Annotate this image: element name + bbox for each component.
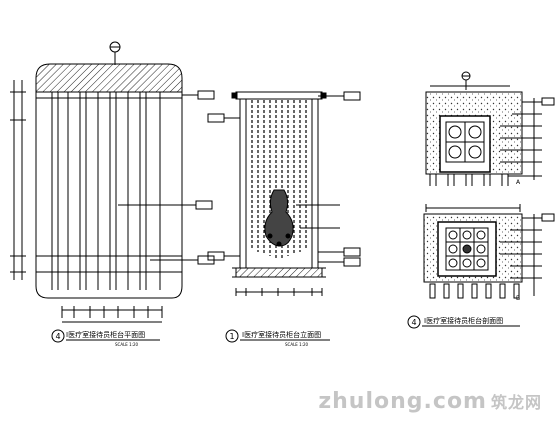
watermark-text: zhulong xyxy=(318,389,424,414)
right-view-number: 4 xyxy=(411,318,416,327)
watermark-cn: 筑龙网 xyxy=(490,393,542,412)
view-number-circle xyxy=(51,329,65,343)
support-legs xyxy=(429,174,509,186)
view-number-circle xyxy=(407,315,421,329)
mid-view-number: 1 xyxy=(229,332,234,341)
base-blocks xyxy=(429,283,520,299)
cabinet-outline xyxy=(35,92,183,299)
ornament-lattice xyxy=(445,227,489,271)
right-section-detail-top xyxy=(425,71,555,186)
chandelier-ornament xyxy=(264,189,294,247)
left-view-scale: SCALE 1:20 xyxy=(115,342,139,347)
mid-view-scale: SCALE 1:20 xyxy=(285,342,309,347)
middle-elevation-view xyxy=(207,91,361,343)
watermark-suffix: .com xyxy=(423,389,487,414)
detail-bottom-label: B xyxy=(516,295,520,302)
left-elevation-view xyxy=(10,41,215,343)
right-section-detail-bottom xyxy=(407,204,555,329)
top-cap-hatched xyxy=(35,63,183,93)
left-view-number: 4 xyxy=(55,332,60,341)
detail-top-label: A xyxy=(516,179,521,186)
ornament-grid xyxy=(445,121,485,163)
vertical-bars xyxy=(51,92,161,290)
left-view-title: I医疗室接待员柜台平面图 xyxy=(66,330,145,339)
view-number-circle xyxy=(225,329,239,343)
mid-view-title: I医疗室接待员柜台立面图 xyxy=(242,330,321,339)
right-view-title: I医疗室接待员柜台剖面图 xyxy=(424,316,503,325)
